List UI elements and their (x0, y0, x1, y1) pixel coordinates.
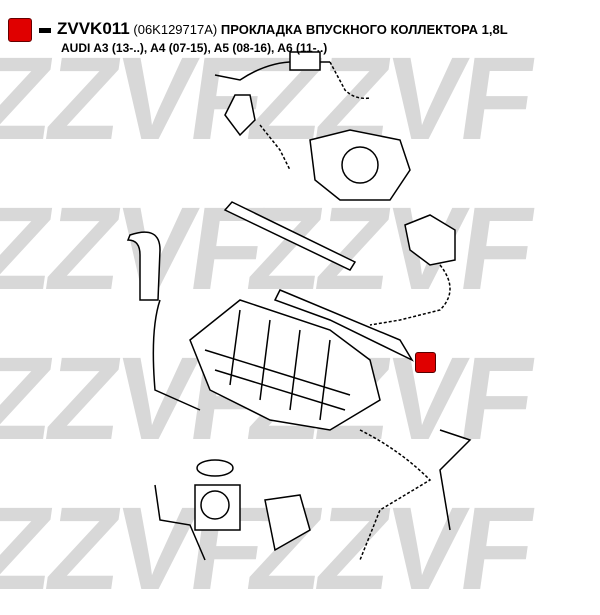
fuel-line (369, 264, 451, 326)
oe-number: (06K129717A) (133, 22, 218, 37)
intake-manifold-gasket (273, 289, 414, 362)
o-ring (196, 459, 234, 477)
fuel-pump (404, 214, 456, 266)
part-description: ПРОКЛАДКА ВПУСКНОГО КОЛЛЕКТОРА 1,8L (220, 22, 508, 37)
cover-detail (341, 146, 379, 184)
hose-part (359, 429, 432, 561)
part-code: ZVVK011 (57, 19, 130, 38)
red-marker-icon (8, 18, 32, 42)
engine-cover-part (309, 129, 411, 201)
fuel-rail (223, 201, 357, 271)
filter-part (289, 51, 321, 71)
breather-hose (126, 231, 161, 301)
intake-manifold-diagram (126, 51, 472, 561)
throttle-body (194, 484, 241, 531)
valve-part (224, 94, 256, 137)
manifold-runners (204, 309, 351, 421)
dash-icon (39, 28, 51, 33)
actuator-part (264, 494, 311, 552)
bracket-part (154, 484, 206, 561)
applicability: AUDI A3 (13-..), A4 (07-15), A5 (08-16),… (61, 41, 328, 55)
title-line: ZVVK011 (06K129717A) ПРОКЛАДКА ВПУСКНОГО… (57, 19, 508, 39)
hose-part (329, 61, 371, 100)
hose-part (259, 124, 291, 171)
gasket-marker (415, 352, 436, 373)
line-part (439, 429, 472, 531)
vacuum-line (152, 299, 201, 411)
throttle-bore (200, 490, 230, 520)
